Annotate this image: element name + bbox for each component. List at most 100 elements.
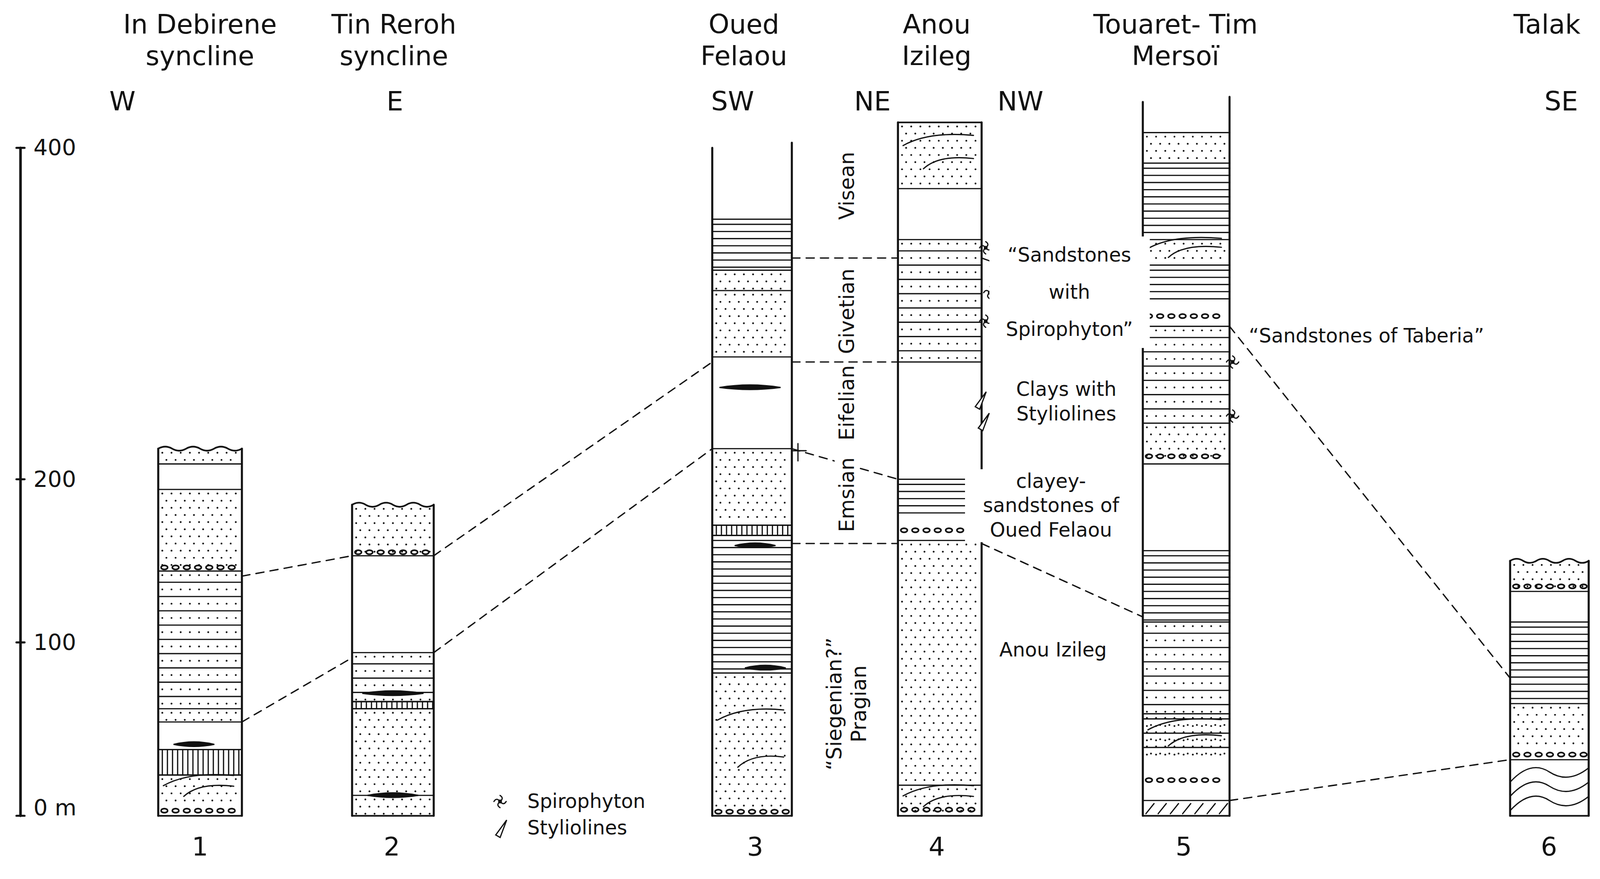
pebble [934, 807, 941, 813]
sand-dot [974, 154, 977, 157]
sand-dot [901, 285, 904, 288]
sand-dot [728, 459, 731, 462]
shale-line [712, 561, 792, 563]
sand-dot [752, 308, 754, 311]
sand-dot [1145, 711, 1148, 714]
sand-dot [373, 670, 376, 673]
sand-dot [910, 357, 913, 359]
sand-dot [174, 459, 177, 462]
sand-dot [1581, 571, 1584, 574]
sand-dot [965, 629, 968, 632]
sand-dot [724, 480, 727, 483]
fold-line [1510, 782, 1589, 797]
sand-dot [1517, 714, 1520, 717]
sand-dot [225, 631, 228, 634]
sand-dot [919, 601, 922, 603]
sand-dot [919, 357, 922, 359]
sand-dot [1572, 714, 1575, 717]
sand-dot [391, 783, 394, 786]
sand-dot [414, 719, 417, 722]
sand-dot [386, 790, 389, 793]
sand-dot [410, 754, 413, 757]
sand-dot [1164, 753, 1167, 756]
ladder-tick [202, 749, 205, 776]
shale-line [1142, 605, 1230, 607]
sand-dot [1196, 753, 1198, 755]
sand-dot [391, 726, 394, 729]
sand-dot [923, 707, 926, 710]
sand-dot [946, 139, 949, 142]
sand-dot [951, 550, 953, 553]
sand-dot [192, 800, 195, 802]
sand-dot [211, 500, 214, 503]
sand-dot [770, 287, 773, 290]
sand-dot [974, 257, 977, 259]
ladder-tick [233, 749, 235, 776]
sand-dot [1191, 343, 1194, 346]
sand-dot [229, 459, 232, 462]
bed-line [712, 269, 792, 272]
column-base [351, 815, 434, 818]
shale-line [1142, 337, 1230, 339]
sand-dot [386, 776, 389, 779]
sand-dot [923, 779, 926, 782]
sand-dot [1219, 625, 1222, 628]
sand-dot [724, 452, 727, 455]
sand-dot [1210, 654, 1213, 656]
sand-dot [1210, 440, 1213, 443]
sand-dot [765, 683, 768, 686]
sand-dot [1173, 243, 1176, 245]
ladder-tick [207, 749, 210, 776]
sand-dot [377, 733, 380, 736]
sand-dot [1145, 401, 1148, 404]
sand-dot [974, 586, 977, 589]
sand-dot [774, 301, 777, 304]
sand-dot [969, 779, 972, 782]
pebble [1546, 753, 1554, 758]
pebble [900, 528, 908, 533]
sand-dot [938, 615, 940, 618]
sand-dot [923, 550, 926, 553]
sand-dot [752, 337, 754, 339]
sand-dot [1219, 440, 1222, 443]
pebble [1524, 584, 1531, 589]
sand-dot [1535, 728, 1538, 731]
sand-dot [905, 765, 907, 767]
sand-dot [965, 558, 968, 561]
sand-dot [770, 705, 773, 708]
sand-dot [1159, 738, 1162, 741]
sand-dot [719, 698, 722, 701]
sand-dot [914, 694, 917, 696]
sand-dot [928, 586, 931, 589]
ladder-tick [715, 525, 718, 536]
sand-dot [765, 740, 768, 743]
sand-dot [761, 308, 764, 311]
sand-dot [1191, 696, 1194, 699]
sand-dot [774, 798, 777, 800]
sand-dot [355, 522, 358, 525]
sand-dot [188, 778, 191, 781]
sand-dot [932, 608, 935, 610]
sand-dot [932, 694, 935, 696]
sand-dot [179, 535, 182, 538]
sand-dot [405, 790, 408, 793]
sand-dot [779, 790, 782, 793]
sand-dot [938, 271, 940, 274]
sand-dot [928, 743, 931, 746]
sand-dot [1168, 433, 1171, 436]
sand-dot [756, 301, 759, 304]
sand-dot [1186, 724, 1189, 727]
sand-dot [715, 480, 718, 483]
sand-dot [234, 660, 237, 662]
sand-dot [179, 660, 182, 662]
sand-dot [941, 622, 944, 625]
sand-dot [428, 799, 431, 801]
sand-dot [910, 257, 913, 259]
sand-dot [919, 715, 922, 718]
sand-dot [188, 507, 191, 510]
sand-dot [1201, 740, 1204, 742]
sand-dot [774, 487, 777, 490]
bed-line [1142, 550, 1230, 552]
sand-dot [742, 466, 745, 469]
sand-dot [928, 314, 931, 317]
